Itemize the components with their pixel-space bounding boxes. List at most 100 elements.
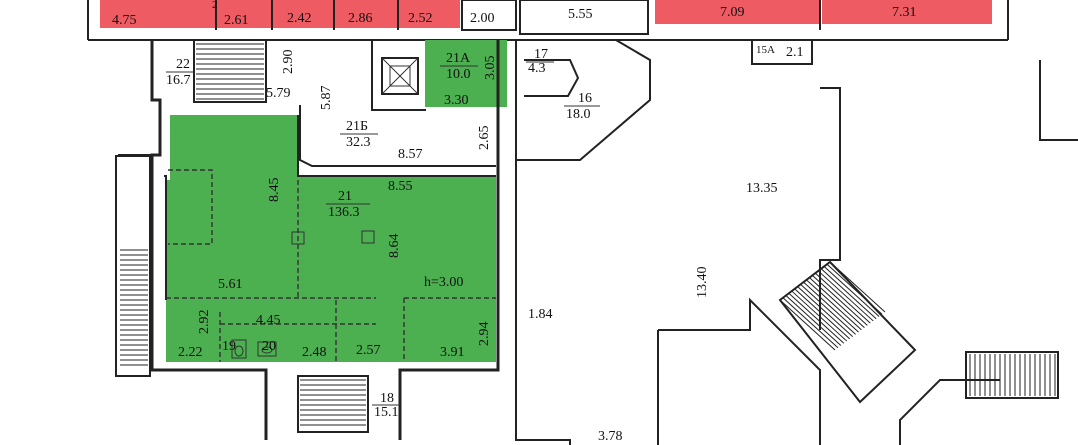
dim-top-286: 2.86 [348, 11, 373, 26]
stair-tread [806, 279, 862, 331]
dim-857: 8.57 [398, 147, 423, 162]
stair-tread [809, 277, 865, 329]
room-21b-number: 21Б [346, 119, 368, 134]
dim-855: 8.55 [388, 179, 413, 194]
dim-579: 5.79 [266, 86, 291, 101]
room-555-box [519, 0, 649, 35]
wall-hall-pillar [819, 87, 841, 330]
red-zone-right-a [655, 0, 820, 24]
dim-top-242: 2.42 [287, 11, 312, 26]
column-marker [291, 231, 305, 245]
room-21-height: h=3.00 [424, 275, 463, 290]
room-15a-box [751, 39, 813, 65]
wall-west [150, 40, 268, 440]
stair-tread [820, 268, 877, 320]
wall-east-corridor [515, 160, 571, 445]
dim-378: 3.78 [598, 429, 623, 444]
room-15a-number: 15А [756, 44, 775, 56]
dash-closet [168, 169, 213, 245]
dim-561: 5.61 [218, 277, 243, 292]
stair-tread [797, 286, 853, 337]
wall-hall-bottom [658, 297, 821, 445]
dim-305: 3.05 [483, 56, 498, 81]
dim-top-261: 2.61 [224, 13, 249, 28]
dim-top-475: 4.75 [112, 13, 137, 28]
dim-265: 2.65 [477, 126, 492, 151]
room-22-area: 16.7 [166, 73, 191, 88]
room-21-number: 21 [338, 189, 352, 204]
wall-inner-west [164, 175, 167, 300]
stair-lines [120, 43, 1056, 426]
stair-top-left [193, 39, 267, 103]
room-18-number: 18 [380, 391, 394, 406]
green-zone-21a [425, 40, 507, 107]
stair-bottom [297, 375, 369, 433]
dim-292: 2.92 [197, 310, 212, 335]
stair-tread [817, 270, 874, 322]
dim-top-709: 7.09 [720, 5, 745, 20]
room-21-area: 136.3 [328, 205, 360, 220]
sink-icon [257, 341, 277, 357]
stair-tread [782, 297, 839, 349]
dim-top-731: 7.31 [892, 5, 917, 20]
dim-330: 3.30 [444, 93, 469, 108]
wall-room-16 [515, 39, 651, 161]
stair-tread [812, 275, 868, 326]
stair-tread [823, 266, 880, 317]
room-19-number: 19 [222, 339, 236, 354]
room-21a-area: 10.0 [446, 67, 471, 82]
dim-257: 2.57 [356, 343, 381, 358]
room-21b-area: 32.3 [346, 135, 371, 150]
dim-222: 2.22 [178, 345, 203, 360]
wall-21-top [297, 115, 496, 177]
wall-21b [299, 105, 496, 167]
wall-far-right [1039, 60, 1078, 141]
stair-tread [803, 281, 859, 333]
room-20-number: 20 [262, 339, 276, 354]
dim-top-252: 2.52 [408, 11, 433, 26]
elevator-icon [381, 57, 419, 95]
room-22-number: 22 [176, 57, 190, 72]
stair-tread [791, 290, 848, 342]
stair-right [965, 351, 1059, 399]
dim-top-555: 5.55 [568, 7, 593, 22]
red-zone-right-b [822, 0, 992, 24]
stair-diagonal [778, 260, 917, 404]
dim-248: 2.48 [302, 345, 327, 360]
stair-tread [826, 263, 883, 315]
stair-tread [788, 292, 845, 344]
red-zone-left [100, 0, 460, 28]
dim-391: 3.91 [440, 345, 465, 360]
room-17-number: 17 [534, 47, 548, 62]
room-16-number: 16 [578, 91, 592, 106]
toilet-icon [231, 339, 247, 359]
wall-lift [371, 40, 426, 111]
dim-1335: 13.35 [746, 181, 778, 196]
room-21a-number: 21А [446, 51, 471, 66]
column-marker-2 [361, 230, 375, 244]
room-16-area: 18.0 [566, 107, 591, 122]
room-15a-area: 2.1 [786, 45, 804, 60]
green-zone-21 [166, 115, 496, 362]
dim-845: 8.45 [267, 178, 282, 203]
dim-top-200: 2.00 [470, 11, 495, 26]
dashed-partitions [166, 169, 496, 362]
room-18-area: 15.1 [374, 405, 399, 420]
dim-184: 1.84 [528, 307, 553, 322]
room-17-area: 4.3 [528, 61, 546, 76]
dim-445: 4.45 [256, 313, 281, 328]
stair-tread [785, 295, 842, 346]
dim-1340: 13.40 [695, 267, 710, 299]
dim-587: 5.87 [319, 86, 334, 111]
stair-tread [794, 288, 851, 340]
dim-top-2: 2 [212, 0, 218, 11]
stair-tread [814, 272, 871, 324]
dim-294: 2.94 [477, 322, 492, 347]
dim-864: 8.64 [387, 234, 402, 259]
room-200-box [461, 0, 517, 31]
stair-tread [779, 299, 836, 351]
stair-tread [800, 283, 856, 335]
stair-tread [829, 261, 886, 313]
west-stair-box [115, 155, 151, 377]
